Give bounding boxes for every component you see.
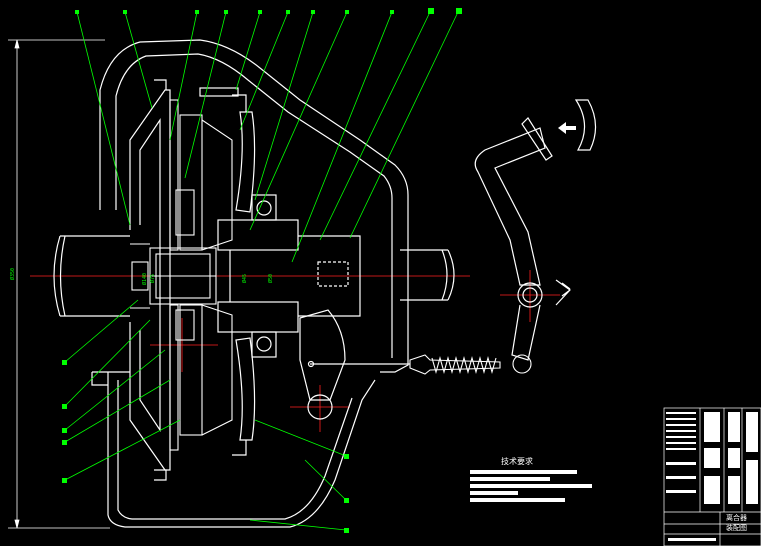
clutch-pedal — [474, 117, 571, 361]
technical-requirements-lines — [470, 470, 592, 502]
dimension-a: Ø140 — [142, 272, 148, 285]
centerlines — [30, 270, 560, 432]
dimension-d: Ø50 — [268, 273, 274, 283]
title-block-subtitle: 装配图 — [726, 524, 747, 532]
clutch-disc — [169, 99, 233, 451]
pedal-stop — [574, 99, 597, 151]
dimension-b: Ø75 — [150, 273, 156, 283]
release-fork — [299, 309, 410, 420]
leader-lines-top — [76, 11, 459, 263]
release-bearing — [217, 194, 361, 358]
diaphragm-spring — [199, 87, 256, 456]
overall-dimension — [8, 39, 110, 529]
input-shaft — [53, 235, 130, 317]
dimension-overall: Ø350 — [10, 267, 16, 280]
hub — [130, 243, 217, 309]
technical-requirements-title: 技术要求 — [501, 457, 533, 466]
title-block-name: 离合器 — [726, 514, 747, 522]
arrow-left-icon — [558, 122, 576, 134]
title-block — [663, 407, 761, 546]
flywheel — [129, 79, 171, 481]
title-block-rows — [666, 412, 758, 541]
push-rod — [409, 354, 532, 375]
leader-tags-top — [75, 8, 462, 14]
clutch-housing — [91, 39, 409, 528]
dimension-c: Ø45 — [242, 273, 248, 283]
leader-lines-bottom — [64, 299, 347, 531]
leader-tags-bottom — [62, 360, 349, 533]
